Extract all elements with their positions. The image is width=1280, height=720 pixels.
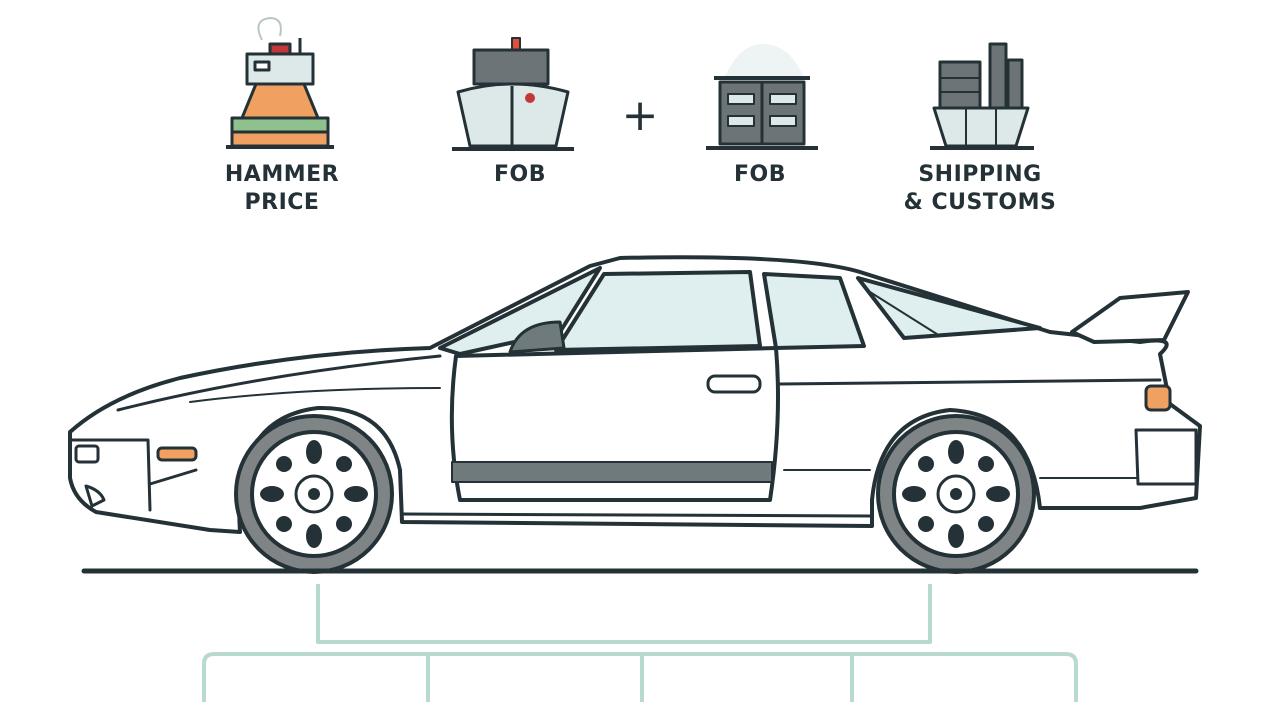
front-wheel bbox=[234, 414, 394, 574]
hammer-price-label-line-2: PRICE bbox=[244, 190, 320, 215]
rear-spoiler bbox=[1070, 290, 1190, 344]
shipping-customs-label: SHIPPING & CUSTOMS bbox=[880, 161, 1080, 217]
fob-label-2: FOB bbox=[700, 161, 820, 189]
hammer-price-label: HAMMER PRICE bbox=[200, 161, 364, 217]
container-ship-icon bbox=[930, 42, 1034, 150]
headlight bbox=[74, 444, 100, 464]
auction-hammer-stack-icon bbox=[226, 17, 334, 149]
side-stripe bbox=[451, 461, 773, 483]
side-window-rear bbox=[762, 272, 866, 350]
shipping-customs-label-line-2: & CUSTOMS bbox=[903, 190, 1057, 215]
fob-label-2-text: FOB bbox=[734, 162, 786, 187]
fob-label-1: FOB bbox=[460, 161, 580, 189]
rear-wheel bbox=[876, 414, 1036, 574]
door-handle bbox=[706, 374, 762, 394]
door bbox=[449, 346, 780, 502]
side-window-front bbox=[554, 270, 762, 352]
hammer-price-label-line-1: HAMMER bbox=[224, 162, 340, 187]
shipping-customs-label-line-1: SHIPPING bbox=[918, 162, 1042, 187]
sports-car-illustration bbox=[68, 255, 1202, 574]
side-marker-front bbox=[156, 446, 198, 462]
fob-label-1-text: FOB bbox=[494, 162, 546, 187]
rear-window bbox=[856, 276, 1042, 340]
cost-bracket bbox=[202, 584, 1078, 702]
tail-light bbox=[1144, 384, 1172, 412]
plus-operator: + bbox=[621, 90, 659, 141]
cargo-ship-icon bbox=[452, 37, 574, 151]
shipping-container-icon bbox=[706, 44, 818, 150]
side-mirror bbox=[508, 320, 566, 354]
